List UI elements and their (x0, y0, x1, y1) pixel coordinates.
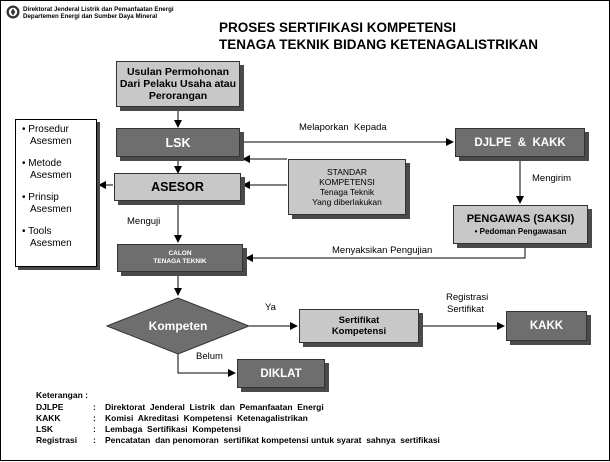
asesmen-list-item: Asesmen (30, 204, 72, 215)
sertifikat-line-1: Sertifikat (338, 315, 380, 326)
legend-heading: Keterangan : (36, 390, 88, 400)
org-name: Direktorat Jenderal Listrik dan Pemanfaa… (23, 6, 174, 20)
standar-line-3: Tenaga Teknik (319, 187, 375, 197)
diklat-node: DIKLAT (237, 359, 325, 388)
legend-term: Registrasi (36, 435, 78, 445)
edge-label-registrasi-2: Sertifikat (447, 304, 484, 315)
legend-term: LSK (36, 424, 53, 434)
edge-kompeten-diklat (177, 354, 236, 377)
asesmen-list-item: Asesmen (30, 238, 72, 249)
standar-line-4: Yang diberlakukan (312, 197, 382, 207)
calon-line-1: CALON (168, 250, 192, 257)
legend-desc: Lembaga Sertifikasi Kompetensi (105, 424, 242, 434)
page-title: PROSES SERTIFIKASI KOMPETENSI (219, 20, 457, 35)
legend-term: KAKK (36, 413, 61, 423)
asesmen-list-item: Asesmen (30, 170, 72, 181)
calon-node: CALON TENAGA TEKNIK (117, 244, 243, 272)
edge-label-menyaksikan: Menyaksikan Pengujian (332, 245, 433, 256)
asesmen-list-item: • Prinsip (22, 192, 59, 203)
kompeten-diamond (105, 297, 251, 355)
legend-desc: Komisi Akreditasi Kompetensi Ketenagalis… (105, 413, 308, 423)
calon-line-2: TENAGA TEKNIK (153, 258, 207, 265)
asesmen-list-item: • Tools (22, 226, 52, 237)
edge-label-melaporkan: Melaporkan Kepada (299, 122, 387, 133)
edge-label-belum: Belum (196, 351, 223, 362)
asesor-node: ASESOR (114, 173, 241, 201)
edge-label-ya: Ya (265, 302, 276, 313)
edge-pengawas-calon (245, 244, 526, 262)
asesmen-list-item: • Prosedur (22, 124, 69, 135)
lsk-node: LSK (116, 128, 240, 157)
edge-label-menguji: Menguji (127, 216, 161, 227)
pengawas-node: PENGAWAS (SAKSI) • Pedoman Pengawasan (453, 205, 588, 244)
asesmen-list-item: • Metode (22, 158, 62, 169)
asesmen-list-item: Asesmen (30, 136, 72, 147)
edge-label-registrasi-1: Registrasi (446, 292, 489, 303)
edge-label-mengirim: Mengirim (532, 173, 572, 184)
standar-line-2: KOMPETENSI (319, 177, 375, 187)
page-subtitle: TENAGA TEKNIK BIDANG KETENAGALISTRIKAN (219, 37, 538, 52)
esdm-emblem-icon (6, 5, 20, 19)
sertifikat-line-2: Kompetensi (331, 326, 387, 337)
sertifikat-node: Sertifikat Kompetensi (299, 309, 419, 343)
kompeten-label: Kompeten (148, 319, 208, 333)
usulan-node: Usulan Permohonan Dari Pelaku Usaha atau… (116, 61, 240, 107)
standar-node: STANDAR KOMPETENSI Tenaga Teknik Yang di… (288, 159, 406, 215)
asesmen-list: • Prosedur Asesmen • Metode Asesmen • Pr… (15, 119, 97, 267)
legend-desc: Pencatatan dan penomoran sertifikat komp… (105, 435, 440, 445)
legend-sep: : (93, 402, 96, 412)
pengawas-title: PENGAWAS (SAKSI) (466, 213, 575, 225)
djlpe-kakk-node: DJLPE & KAKK (455, 128, 585, 157)
kakk-node: KAKK (506, 311, 587, 341)
org-line-1: Direktorat Jenderal Listrik dan Pemanfaa… (23, 6, 174, 13)
org-line-2: Departemen Energi dan Sumber Daya Minera… (23, 13, 158, 20)
standar-line-1: STANDAR (327, 167, 367, 177)
legend-sep: : (93, 413, 96, 423)
legend-sep: : (93, 435, 96, 445)
legend-sep: : (93, 424, 96, 434)
legend-desc: Direktorat Jenderal Listrik dan Pemanfaa… (105, 402, 324, 412)
pengawas-item: • Pedoman Pengawasan (474, 227, 567, 236)
legend-term: DJLPE (36, 402, 64, 412)
